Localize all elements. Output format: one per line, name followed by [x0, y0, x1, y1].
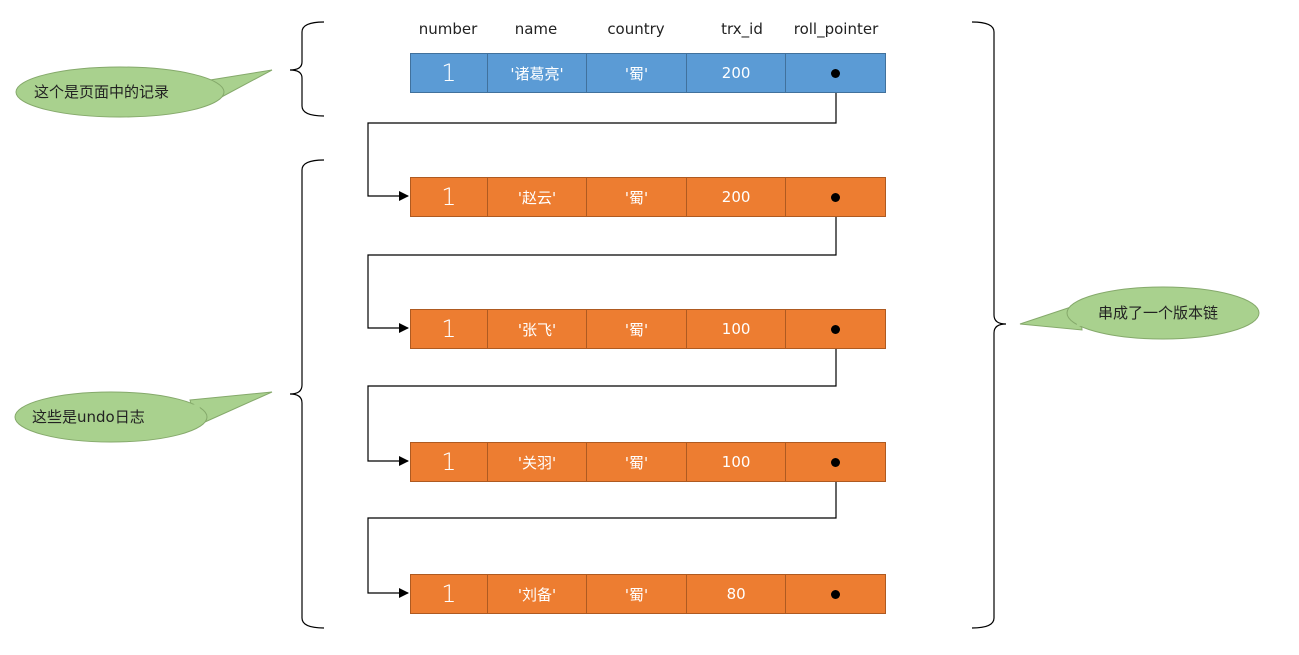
brace-undo-log — [289, 159, 325, 629]
record-name-cell: '赵云' — [486, 178, 587, 216]
record-country-cell: '蜀' — [586, 178, 686, 216]
column-header-roll-pointer: roll_pointer — [793, 20, 879, 38]
record-roll-pointer-cell — [785, 178, 885, 216]
record-number-cell: 1 — [441, 59, 457, 87]
callout-version-chain-text: 串成了一个版本链 — [1098, 304, 1219, 322]
record-trx-id-cell: 200 — [685, 54, 786, 92]
roll-pointer-dot — [831, 589, 841, 599]
record-trx-id-cell: 80 — [685, 575, 786, 613]
record-trx-id-cell: 100 — [685, 443, 786, 481]
roll-pointer-dot — [831, 457, 841, 467]
record-number-cell: 1 — [441, 315, 457, 343]
record-trx-id-cell: 100 — [685, 310, 786, 348]
brace-page-record — [289, 21, 325, 117]
undo-record-row: 1 '关羽' '蜀' 100 — [410, 442, 886, 482]
record-number-cell: 1 — [441, 448, 457, 476]
page-record-row: 1 '诸葛亮' '蜀' 200 — [410, 53, 886, 93]
record-country-cell: '蜀' — [586, 54, 686, 92]
undo-record-row: 1 '张飞' '蜀' 100 — [410, 309, 886, 349]
column-header-number: number — [418, 20, 478, 38]
record-trx-id-cell: 200 — [685, 178, 786, 216]
record-name-cell: '刘备' — [486, 575, 587, 613]
undo-record-row: 1 '刘备' '蜀' 80 — [410, 574, 886, 614]
record-roll-pointer-cell — [785, 443, 885, 481]
callout-undo-log-text: 这些是undo日志 — [32, 408, 145, 426]
column-header-country: country — [607, 20, 665, 38]
record-country-cell: '蜀' — [586, 575, 686, 613]
record-country-cell: '蜀' — [586, 310, 686, 348]
record-number-cell: 1 — [441, 183, 457, 211]
brace-version-chain — [971, 21, 1007, 629]
column-header-name: name — [514, 20, 558, 38]
record-name-cell: '关羽' — [486, 443, 587, 481]
callout-page-record-text: 这个是页面中的记录 — [34, 83, 170, 101]
record-name-cell: '张飞' — [486, 310, 587, 348]
column-header-trx-id: trx_id — [721, 20, 763, 38]
record-country-cell: '蜀' — [586, 443, 686, 481]
roll-pointer-dot — [831, 192, 841, 202]
record-roll-pointer-cell — [785, 310, 885, 348]
undo-record-row: 1 '赵云' '蜀' 200 — [410, 177, 886, 217]
record-roll-pointer-cell — [785, 54, 885, 92]
roll-pointer-dot — [831, 68, 841, 78]
record-number-cell: 1 — [441, 580, 457, 608]
roll-pointer-dot — [831, 324, 841, 334]
record-roll-pointer-cell — [785, 575, 885, 613]
record-name-cell: '诸葛亮' — [486, 54, 587, 92]
